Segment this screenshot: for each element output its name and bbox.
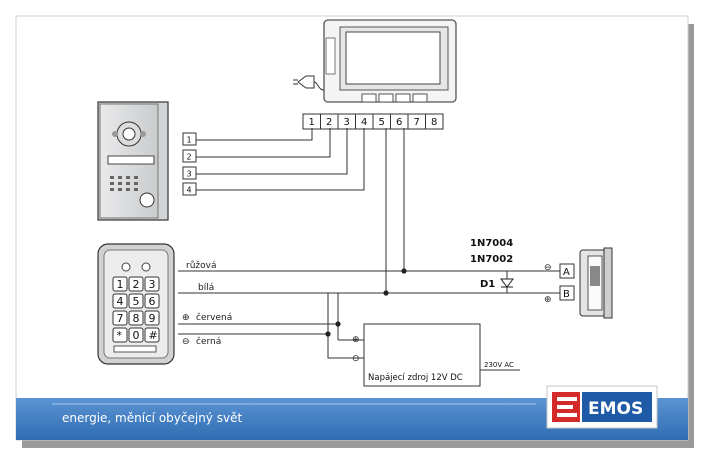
keypad-key-label: *: [117, 329, 123, 342]
monitor-terminal-box: [425, 113, 444, 130]
lock-terminal-b: B: [563, 289, 570, 300]
diode-label: D1: [480, 279, 495, 290]
lock-plus-symbol: ⊕: [544, 295, 552, 305]
monitor-terminal-number: 6: [396, 117, 402, 128]
diode-model-2: 1N7002: [470, 254, 513, 265]
monitor-terminal-number: 2: [326, 117, 332, 128]
call-button-icon: [139, 192, 155, 208]
keypad-key: [112, 327, 128, 343]
keypad-key: [144, 293, 160, 309]
keypad-key-label: 4: [117, 295, 124, 308]
monitor-terminal-number: 8: [431, 117, 437, 128]
minus-symbol: ⊖: [182, 337, 190, 347]
monitor-terminal-number: 5: [379, 117, 385, 128]
monitor-terminal-number: 4: [361, 117, 367, 128]
brand-name: EMOS: [588, 399, 643, 419]
emos-logo: EMOS: [546, 385, 658, 429]
outdoor-terminal-number: 3: [187, 170, 192, 179]
keypad-key: [128, 310, 144, 326]
psu-plus-symbol: ⊕: [352, 335, 360, 345]
keypad-key-label: 9: [149, 312, 156, 325]
monitor-control-buttons: [361, 93, 428, 103]
name-tag: [107, 155, 155, 165]
outdoor-camera-unit: [97, 101, 169, 221]
psu-minus-symbol: ⊖: [352, 354, 360, 364]
power-supply: [363, 323, 481, 387]
keypad-key: [144, 310, 160, 326]
outdoor-terminal-number: 2: [187, 153, 192, 162]
power-supply-label: Napájecí zdroj 12V DC: [368, 373, 463, 383]
keypad-key-label: 6: [149, 295, 156, 308]
ac-label: 230V AC: [484, 361, 514, 369]
outdoor-terminal-number: 4: [187, 186, 192, 195]
footer-tagline: energie, měnící obyčejný svět: [62, 411, 242, 425]
junction-dots: [325, 268, 407, 337]
keypad-key: [112, 293, 128, 309]
plus-symbol: ⊕: [182, 313, 190, 323]
keypad-key: [112, 276, 128, 292]
diode-icon: [500, 278, 514, 288]
keypad-key: [112, 310, 128, 326]
main-wiring: [178, 128, 560, 371]
outdoor-terminal-box: [182, 166, 197, 180]
keypad-key: [128, 327, 144, 343]
keypad-key-label: 1: [117, 278, 124, 291]
outdoor-terminal-box: [182, 149, 197, 163]
diode-model-1: 1N7004: [470, 238, 513, 249]
keypad-key-label: 5: [133, 295, 140, 308]
wire-label-pink: růžová: [186, 260, 216, 271]
monitor-terminal-number: 7: [414, 117, 420, 128]
monitor-terminal-number: 1: [309, 117, 315, 128]
wires-outdoor-to-monitor: [196, 128, 365, 191]
keypad-key: [128, 276, 144, 292]
speaker-grille: [110, 176, 138, 191]
keypad-key: [128, 293, 144, 309]
monitor-terminal-number: 3: [344, 117, 350, 128]
keypad-key-label: 2: [133, 278, 140, 291]
keypad-key-label: 8: [133, 312, 140, 325]
keypad-key-label: #: [149, 329, 158, 342]
wire-label-black: černá: [196, 336, 221, 347]
outdoor-terminal-box: [182, 182, 197, 196]
wire-label-white: bílá: [198, 283, 214, 293]
indoor-monitor: [293, 19, 457, 103]
wire-label-red: červená: [196, 312, 232, 323]
keypad-key: [144, 327, 160, 343]
keypad-key-label: 3: [149, 278, 156, 291]
keypad-key-label: 0: [133, 329, 140, 342]
outdoor-terminal-box: [182, 132, 197, 146]
door-lock: [559, 247, 613, 319]
outdoor-terminal-number: 1: [187, 136, 192, 145]
lock-terminal-a: A: [563, 267, 570, 278]
keypad-key: [144, 276, 160, 292]
outdoor-terminal-list: 1 2 3 4: [182, 132, 197, 196]
keypad-key-label: 7: [117, 312, 124, 325]
lock-minus-symbol: ⊖: [544, 263, 552, 273]
